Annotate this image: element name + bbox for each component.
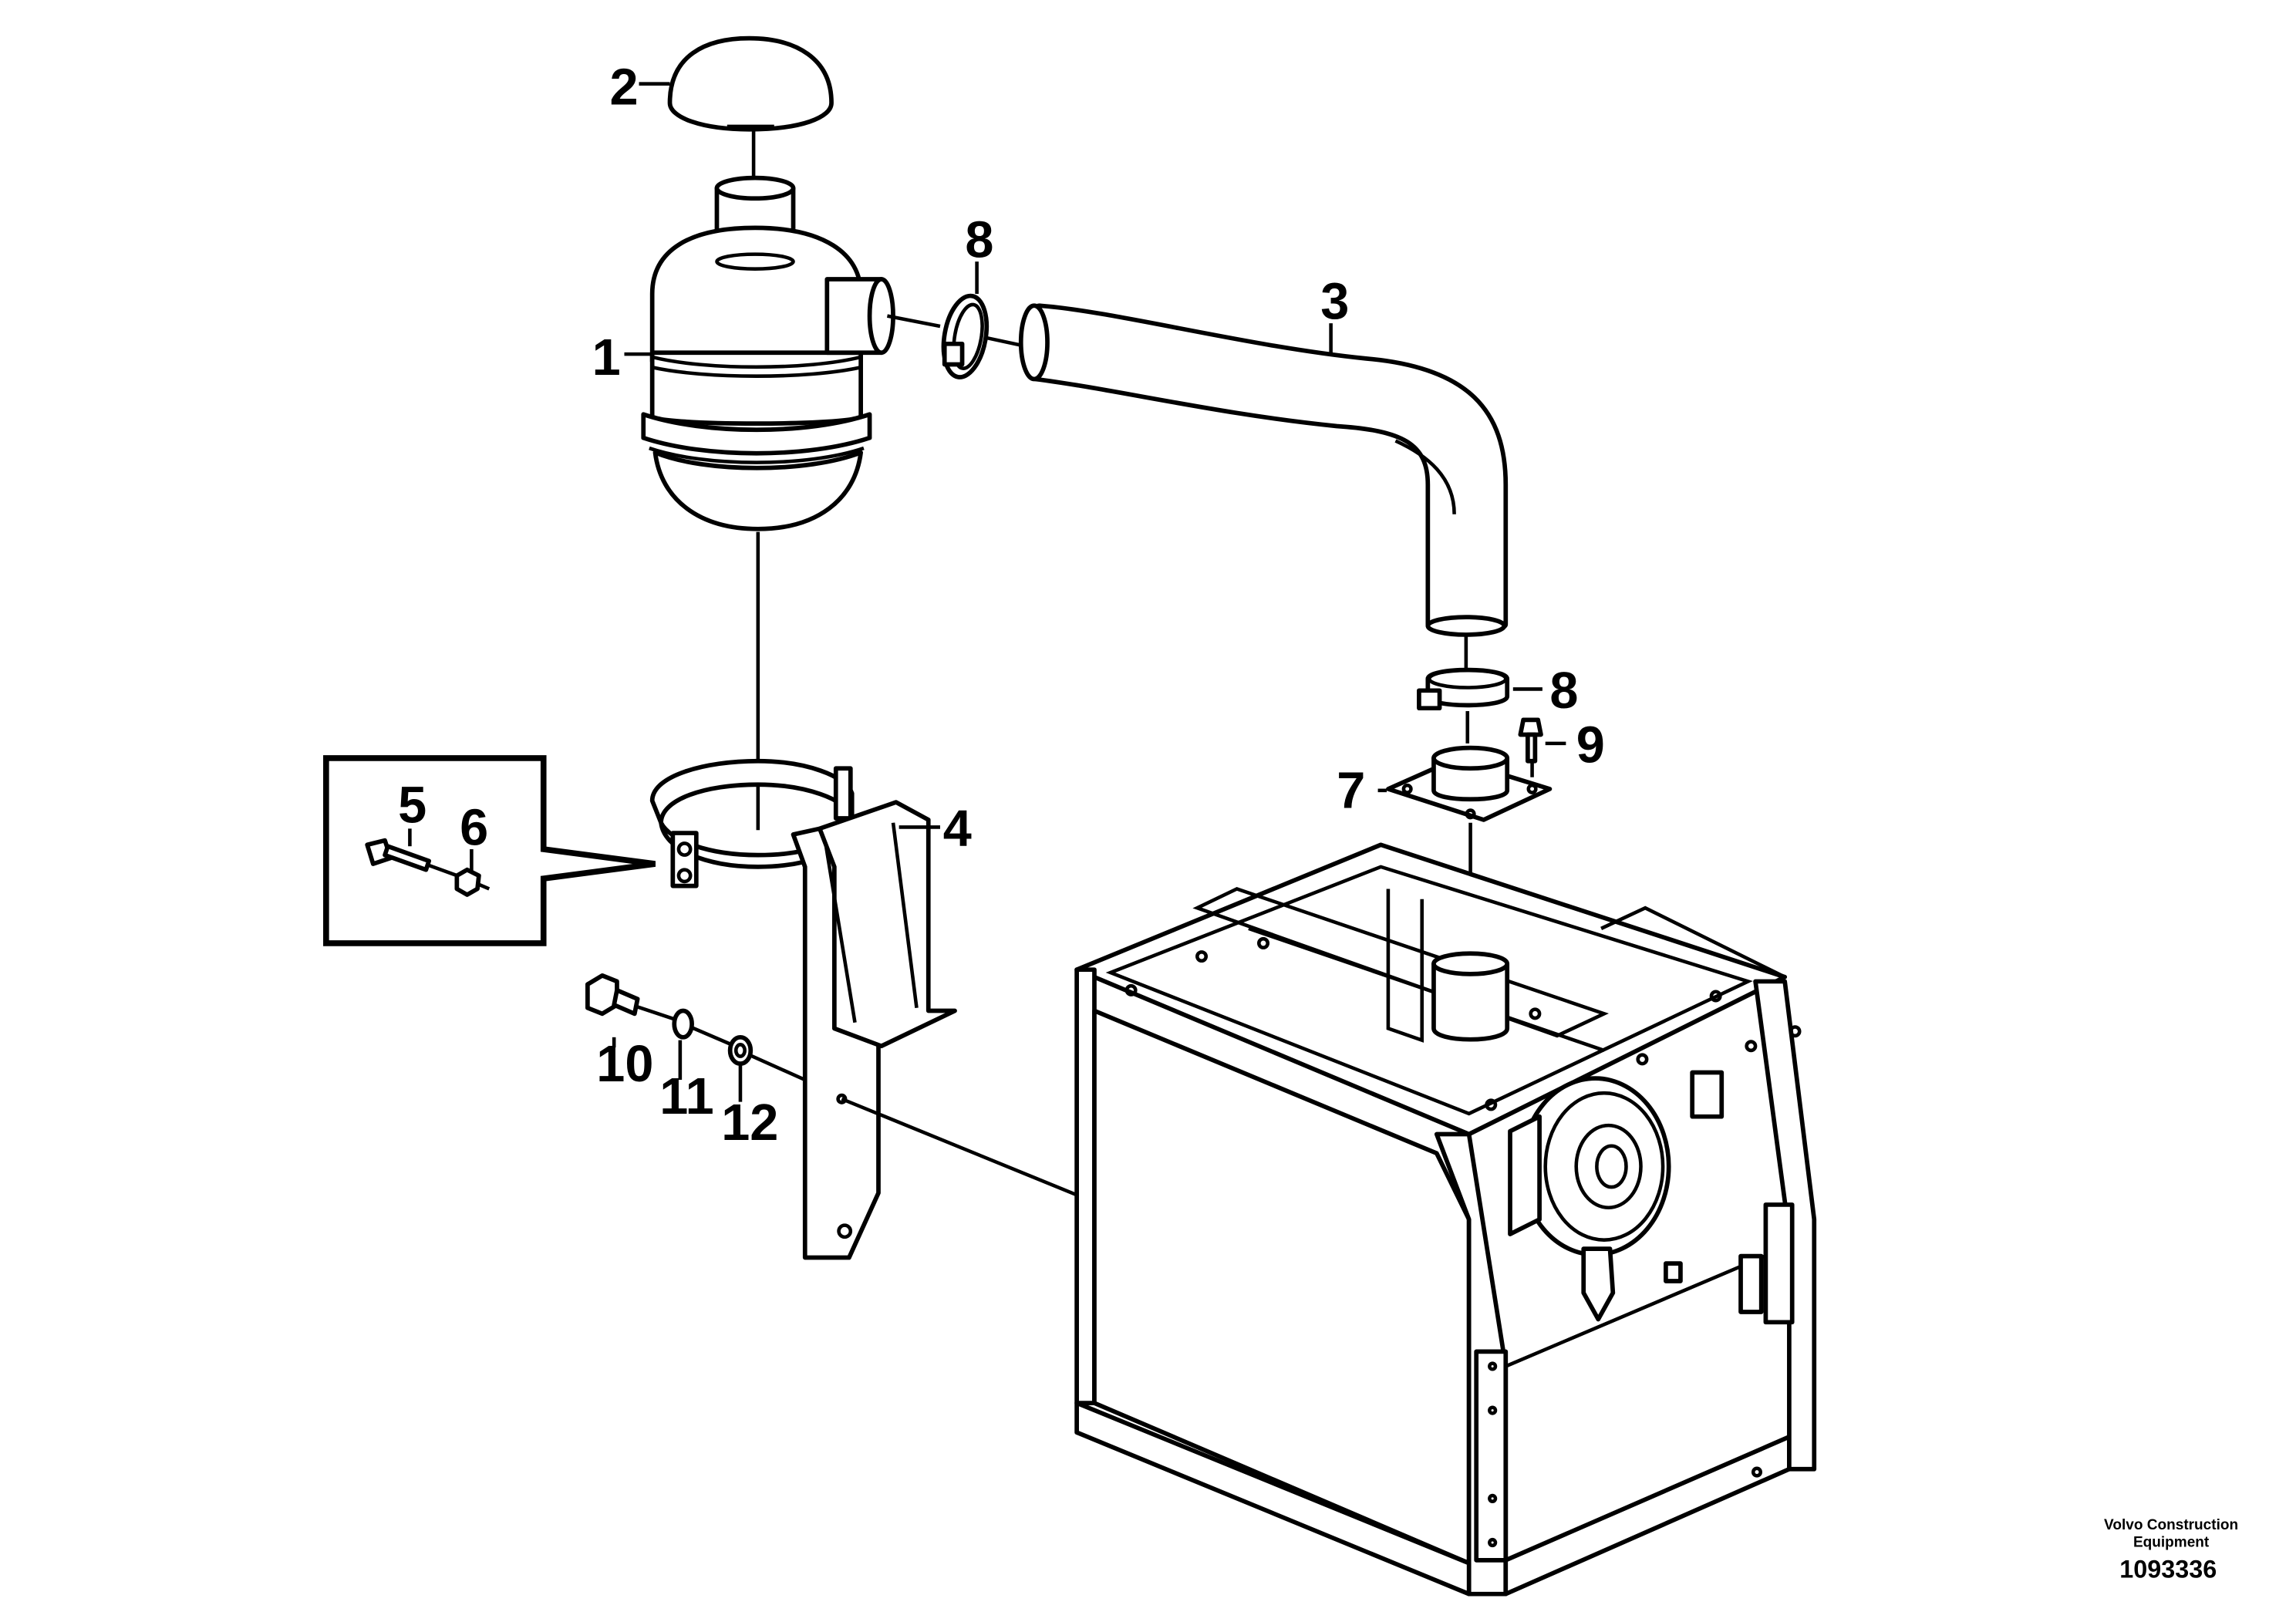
lock-washer-part-11	[672, 1008, 733, 1047]
callout-2: 2	[609, 59, 638, 116]
intake-hose-part	[1018, 303, 1509, 670]
air-cleaner-bracket-part	[649, 758, 1084, 1260]
callout-9: 9	[1576, 717, 1605, 774]
washer-part-12	[727, 1034, 806, 1082]
callout-8-upper: 8	[965, 211, 993, 268]
callout-6: 6	[460, 799, 488, 856]
rain-cap-part	[667, 35, 834, 181]
credit-line-2: Equipment	[2133, 1535, 2210, 1551]
flange-bolt-part	[1518, 717, 1566, 777]
bolt-part-5	[365, 838, 462, 879]
callout-7: 7	[1337, 763, 1365, 820]
callout-3: 3	[1320, 273, 1349, 330]
hose-clamp-upper-part	[941, 293, 1029, 379]
hose-clamp-lower-part	[1417, 667, 1542, 744]
engine-frame	[1074, 842, 1817, 1597]
callout-8-lower: 8	[1549, 663, 1578, 720]
air-cleaner-part	[641, 175, 941, 831]
callout-12: 12	[721, 1094, 778, 1152]
callout-10: 10	[596, 1036, 653, 1093]
document-number: 1093336	[2119, 1556, 2217, 1583]
callout-4: 4	[943, 801, 972, 858]
bracket-bolt-part-10	[585, 973, 676, 1022]
detail-inset	[323, 755, 656, 946]
nut-part-6	[454, 867, 491, 897]
callout-1: 1	[592, 329, 621, 386]
callout-11: 11	[659, 1068, 713, 1125]
mounting-flange-part	[1377, 745, 1553, 822]
credit-line-1: Volvo Construction	[2104, 1517, 2238, 1533]
callout-5: 5	[398, 777, 426, 835]
